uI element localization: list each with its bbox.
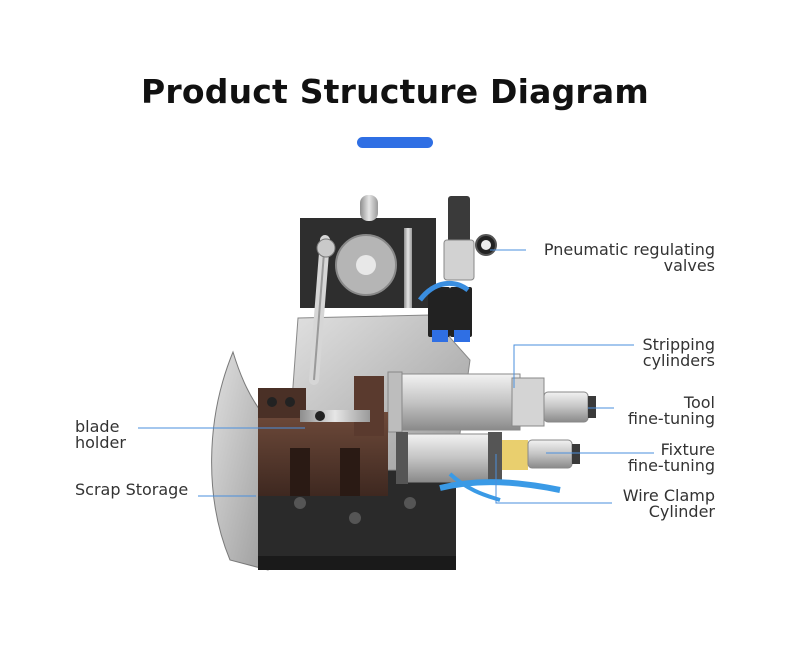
label-blade-holder-line1: blade bbox=[75, 417, 120, 436]
label-fixture-fine-tuning-line2: fine-tuning bbox=[627, 456, 715, 475]
stripping-cylinder bbox=[393, 373, 521, 431]
scrap-storage-sheet bbox=[211, 350, 269, 571]
label-fixture-fine-tuning: Fixture fine-tuning bbox=[615, 442, 715, 474]
leader-stripping-cylinders bbox=[513, 344, 634, 388]
label-stripping-cylinders: Stripping cylinders bbox=[615, 337, 715, 369]
label-scrap-storage-line1: Scrap Storage bbox=[75, 480, 189, 499]
label-stripping-cylinders-line1: Stripping bbox=[642, 335, 715, 354]
pneumatic-valve-body bbox=[448, 196, 470, 252]
label-pneumatic-valves-line2: valves bbox=[663, 256, 715, 275]
label-wire-clamp-cylinder-line1: Wire Clamp bbox=[622, 486, 715, 505]
label-wire-clamp-cylinder: Wire Clamp Cylinder bbox=[600, 488, 715, 520]
label-pneumatic-valves: Pneumatic regulating valves bbox=[531, 242, 715, 274]
label-pneumatic-valves-line1: Pneumatic regulating bbox=[543, 240, 715, 259]
label-tool-fine-tuning-line2: fine-tuning bbox=[627, 409, 715, 428]
leader-lines bbox=[138, 249, 654, 504]
label-scrap-storage: Scrap Storage bbox=[75, 482, 188, 498]
title-accent-bar bbox=[357, 137, 433, 148]
label-blade-holder: blade holder bbox=[75, 419, 126, 451]
leader-wire-clamp-cylinder bbox=[495, 454, 612, 504]
label-tool-fine-tuning-line1: Tool bbox=[683, 393, 715, 412]
label-wire-clamp-cylinder-line2: Cylinder bbox=[648, 502, 715, 521]
tool-fine-tuning-knob bbox=[543, 391, 589, 423]
label-fixture-fine-tuning-line1: Fixture bbox=[660, 440, 715, 459]
page-title: Product Structure Diagram bbox=[141, 72, 649, 111]
fixture-fine-tuning-knob bbox=[527, 439, 573, 469]
label-tool-fine-tuning: Tool fine-tuning bbox=[615, 395, 715, 427]
label-blade-holder-line2: holder bbox=[75, 433, 126, 452]
label-stripping-cylinders-line2: cylinders bbox=[642, 351, 715, 370]
